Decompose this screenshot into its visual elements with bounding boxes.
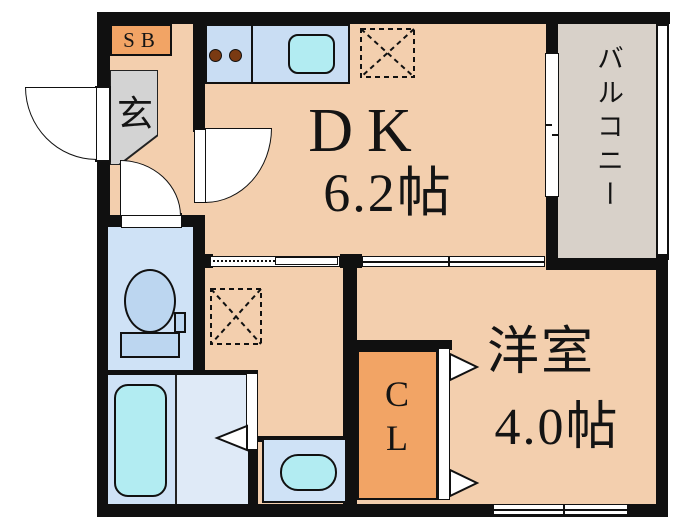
dk-room-size: 6.2帖	[323, 163, 453, 223]
toilet-control	[174, 312, 186, 333]
outer-wall-top	[97, 12, 670, 24]
sliding-window-dk-western	[362, 256, 545, 267]
folding-door-bathroom-arrow	[213, 424, 249, 452]
window-tick	[448, 257, 450, 266]
western-room-label: 洋室	[486, 324, 596, 381]
entrance-shape	[110, 70, 158, 165]
wall-closet-top	[357, 340, 452, 350]
balcony-railing	[656, 24, 669, 260]
entrance-door-swing	[25, 87, 97, 160]
entrance-area	[110, 70, 158, 165]
western-room-size: 4.0帖	[494, 399, 620, 456]
window-tick	[563, 505, 565, 514]
shoe-box-label: SB	[123, 28, 161, 52]
entrance-label: 玄	[116, 94, 154, 134]
window-western-bottom	[493, 504, 628, 515]
sliding-door-track	[213, 260, 275, 262]
wall-dk-bottom-left-stub	[203, 254, 213, 268]
wall-dk-bottom-center	[340, 254, 362, 268]
closet	[357, 350, 438, 500]
wall-balcony-bottom	[546, 258, 668, 270]
wall-dk-hall-vertical	[193, 24, 205, 132]
sliding-door-hall-dk	[210, 256, 340, 267]
sink-icon	[288, 34, 335, 74]
folding-door-bathroom	[246, 373, 258, 450]
shoe-box	[110, 24, 172, 56]
window-center-line	[363, 261, 544, 263]
folding-door-closet-arrow-top	[448, 352, 480, 382]
window-center-line	[494, 509, 627, 511]
closet-label-line2: L	[385, 418, 408, 458]
balcony-label: バルコニー	[593, 44, 623, 214]
outer-wall-right	[656, 254, 668, 517]
washing-machine-space-icon	[210, 288, 262, 345]
refrigerator-space-icon	[360, 28, 415, 78]
wall-toilet-right	[193, 227, 205, 380]
window-tick	[546, 124, 552, 126]
sliding-door-panel	[275, 257, 338, 265]
bathtub-icon	[114, 384, 167, 497]
stove-burners-icon	[209, 49, 222, 62]
toilet-tank	[120, 332, 180, 358]
window-tick	[552, 134, 558, 136]
folding-door-closet-arrow-bottom	[448, 468, 480, 498]
entrance-door-leaf	[95, 86, 111, 162]
toilet-icon	[124, 269, 176, 333]
closet-label: C L	[385, 372, 409, 460]
dk-room-label: DK	[308, 97, 426, 165]
sliding-window-balcony	[545, 53, 559, 197]
folding-door-closet	[438, 348, 450, 500]
balcony-area	[558, 24, 656, 260]
washbasin-icon	[280, 454, 337, 491]
kitchen-counter-divider	[251, 24, 253, 84]
burner-icon	[229, 49, 242, 62]
closet-label-line1: C	[384, 374, 410, 414]
